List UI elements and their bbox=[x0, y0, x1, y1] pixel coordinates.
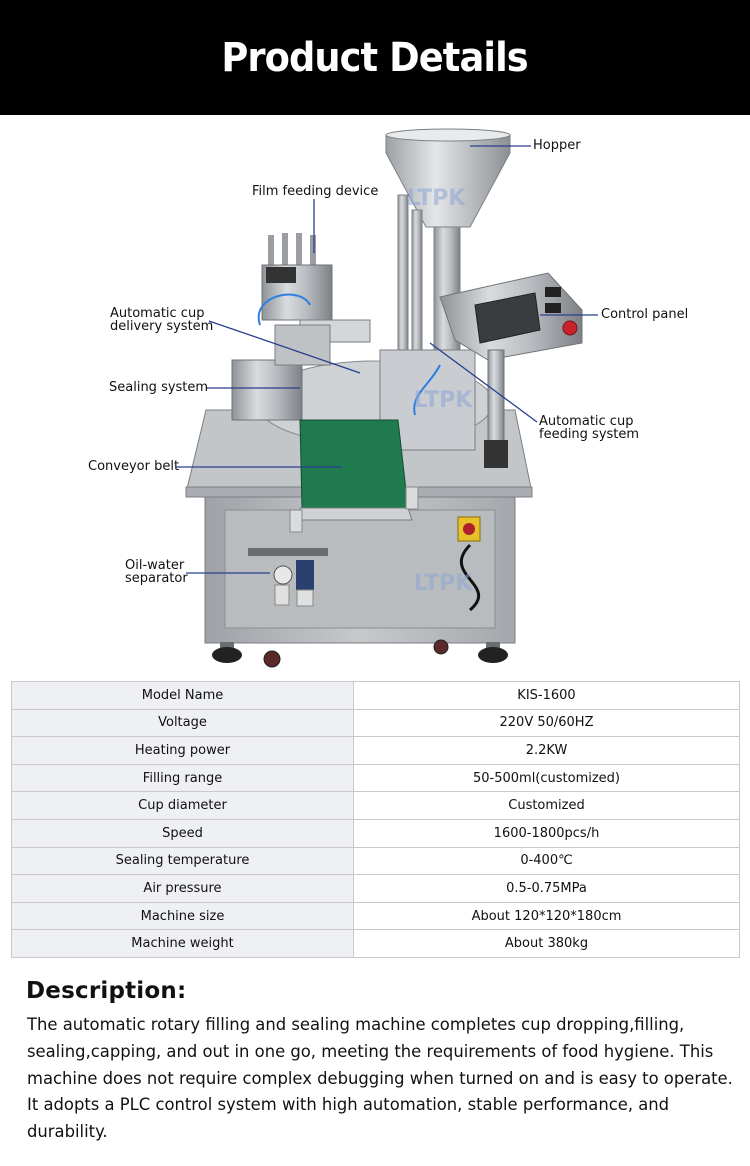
spec-value: KIS-1600 bbox=[353, 681, 740, 710]
spec-label: Air pressure bbox=[11, 874, 354, 903]
spec-value: 50-500ml(customized) bbox=[353, 763, 740, 793]
spec-value: About 120*120*180cm bbox=[353, 901, 740, 931]
watermark-mid: LTPK bbox=[414, 388, 474, 413]
foot-left bbox=[212, 647, 242, 663]
spec-value: 220V 50/60HZ bbox=[353, 708, 740, 738]
callout-cup-delivery-line1: Automatic cup bbox=[110, 306, 205, 321]
spec-value: About 380kg bbox=[353, 929, 740, 958]
spec-label: Model Name bbox=[11, 681, 354, 710]
foot-right bbox=[478, 647, 508, 663]
callout-cup-feeding-line2: feeding system bbox=[539, 427, 640, 442]
table-row: Filling range 50-500ml(customized) bbox=[11, 763, 740, 793]
spec-label: Sealing temperature bbox=[11, 846, 354, 876]
description-title: Description: bbox=[26, 978, 187, 1004]
callout-cup-feeding-line1: Automatic cup bbox=[539, 414, 634, 429]
spec-label: Machine size bbox=[11, 901, 354, 931]
wheel-left bbox=[263, 650, 281, 668]
spec-table: Model Name KIS-1600 Voltage 220V 50/60HZ… bbox=[11, 681, 740, 958]
table-row: Machine weight About 380kg bbox=[11, 929, 740, 958]
table-row: Cup diameter Customized bbox=[11, 791, 740, 820]
callout-oil-water-line1: Oil-water bbox=[125, 558, 185, 573]
pressure-gauge bbox=[273, 565, 293, 585]
callout-hopper: Hopper bbox=[533, 138, 581, 153]
callout-oil-water-line2: separator bbox=[125, 571, 188, 586]
machine-illustration: LTPK LTPK LTPK bbox=[176, 128, 598, 668]
cabinet-door bbox=[224, 509, 496, 629]
spec-value: 1600-1800pcs/h bbox=[353, 818, 740, 848]
spec-label: Speed bbox=[11, 818, 354, 848]
sealing-unit bbox=[231, 359, 303, 421]
table-row: Machine size About 120*120*180cm bbox=[11, 901, 740, 931]
description-body: The automatic rotary filling and sealing… bbox=[27, 1015, 733, 1142]
table-row: Voltage 220V 50/60HZ bbox=[11, 708, 740, 738]
callout-cup-delivery-line2: delivery system bbox=[110, 319, 214, 334]
spec-value: 0.5-0.75MPa bbox=[353, 874, 740, 903]
spec-value: 0-400℃ bbox=[353, 846, 740, 876]
emergency-stop bbox=[562, 320, 578, 336]
spec-label: Filling range bbox=[11, 763, 354, 793]
table-row: Heating power 2.2KW bbox=[11, 736, 740, 765]
watermark-top: LTPK bbox=[407, 186, 467, 211]
page-header: Product Details bbox=[0, 0, 750, 115]
spec-label: Machine weight bbox=[11, 929, 354, 958]
wheel-right bbox=[433, 639, 449, 655]
spec-label: Voltage bbox=[11, 708, 354, 738]
spec-label: Cup diameter bbox=[11, 791, 354, 820]
table-row: Air pressure 0.5-0.75MPa bbox=[11, 874, 740, 903]
conveyor-belt bbox=[299, 419, 409, 509]
callout-lines bbox=[176, 145, 598, 574]
callout-sealing: Sealing system bbox=[109, 380, 209, 395]
callout-film-feeding: Film feeding device bbox=[252, 184, 379, 199]
watermark-bottom: LTPK bbox=[414, 571, 474, 596]
touch-screen bbox=[474, 292, 541, 344]
table-row: Sealing temperature 0-400℃ bbox=[11, 846, 740, 876]
spec-value: Customized bbox=[353, 791, 740, 820]
table-row: Speed 1600-1800pcs/h bbox=[11, 818, 740, 848]
spec-value: 2.2KW bbox=[353, 736, 740, 765]
page-title: Product Details bbox=[221, 34, 529, 81]
spec-label: Heating power bbox=[11, 736, 354, 765]
callout-conveyor: Conveyor belt bbox=[88, 459, 180, 474]
machine-figure: LTPK LTPK LTPK Hopper Film feeding devic… bbox=[0, 115, 750, 675]
table-row: Model Name KIS-1600 bbox=[11, 681, 740, 710]
callout-control-panel: Control panel bbox=[601, 307, 689, 322]
